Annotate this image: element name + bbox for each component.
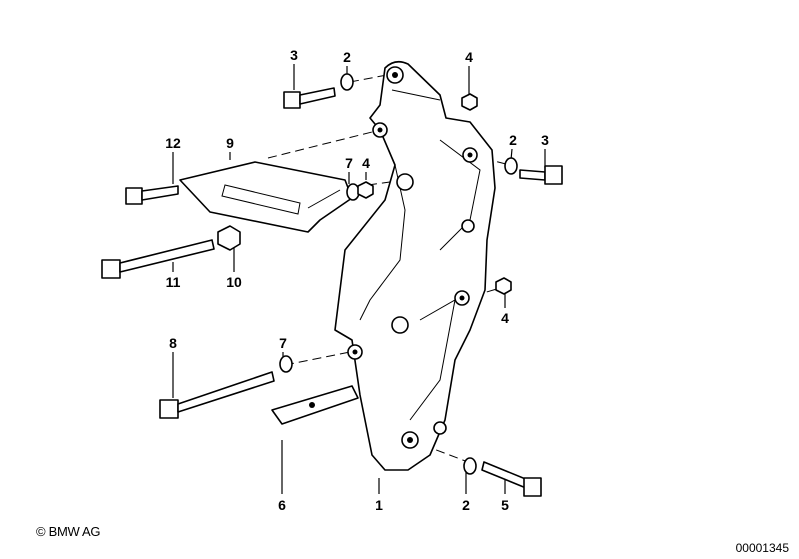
bolts [101,87,563,497]
bracket-part-1 [334,60,496,471]
callout-2: 2 [509,132,517,148]
callout-3: 3 [541,132,549,148]
callout-7: 7 [345,155,353,171]
strip-part-6 [271,385,359,425]
callout-7: 7 [279,335,287,351]
adjuster-part-10 [217,225,241,251]
callout-2: 2 [343,49,351,65]
callout-12: 12 [165,135,181,151]
callout-6: 6 [278,497,286,513]
callout-4: 4 [501,310,509,326]
callout-9: 9 [226,135,234,151]
callout-11: 11 [165,274,181,290]
strap-part-9 [179,161,353,233]
nuts-and-washers [217,73,518,475]
image-code: 00001345 [735,541,789,555]
callout-2: 2 [462,497,470,513]
copyright: © BMW AG [36,524,101,539]
callout-3: 3 [290,47,298,63]
callout-1: 1 [375,497,383,513]
callout-4: 4 [465,49,473,65]
callout-10: 10 [226,274,242,290]
callout-8: 8 [169,335,177,351]
callout-5: 5 [501,497,509,513]
callout-4: 4 [362,155,370,171]
